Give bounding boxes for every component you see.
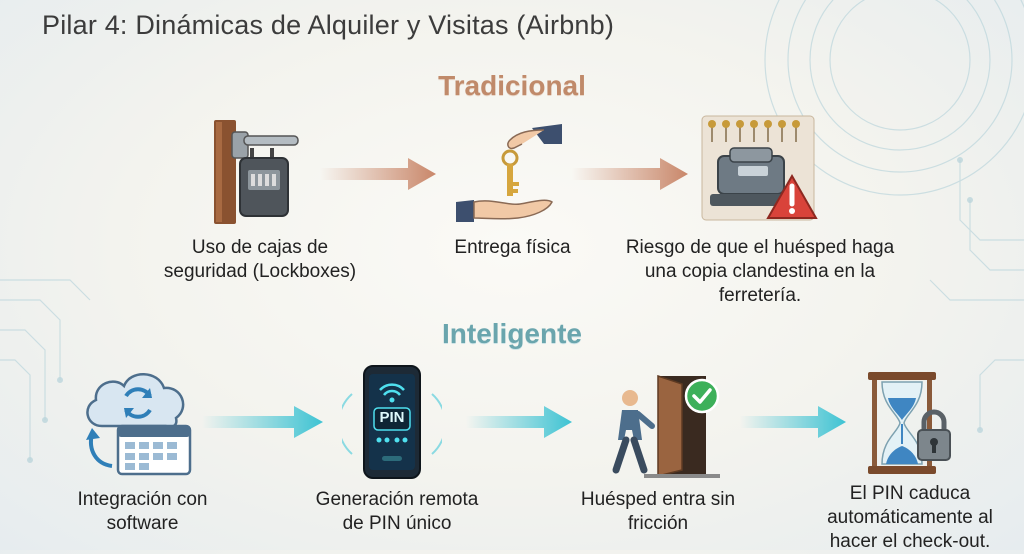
cloud-calendar-sync-icon <box>86 373 192 476</box>
arrow-right-icon <box>320 158 436 190</box>
caption-clandestine-copy-risk: Riesgo de que el huésped haga una copia … <box>625 237 895 306</box>
smartphone-pin-icon <box>342 365 442 479</box>
caption-frictionless-entry: Huésped entra sin fricción <box>580 489 736 534</box>
arrow-right-icon <box>740 406 846 438</box>
lockbox-door-icon <box>214 120 299 224</box>
hourglass-lock-icon <box>868 372 951 474</box>
key-copy-warning-icon <box>701 115 818 221</box>
arrow-right-icon <box>466 406 572 438</box>
arrow-right-icon <box>572 158 688 190</box>
section-title-smart: Inteligente <box>441 318 582 349</box>
caption-pin-auto-expiry: El PIN caduca automáticamente al hacer e… <box>827 483 993 552</box>
caption-lockboxes: Uso de cajas de seguridad (Lockboxes) <box>163 237 357 282</box>
caption-physical-handover: Entrega física <box>454 237 571 258</box>
key-handover-icon <box>456 124 562 222</box>
section-title-traditional: Tradicional <box>438 70 586 101</box>
caption-remote-pin-generation: Generación remota de PIN único <box>315 489 479 534</box>
page-title: Pilar 4: Dinámicas de Alquiler y Visitas… <box>42 10 615 40</box>
arrow-right-icon <box>202 406 323 438</box>
guest-entering-door-icon <box>612 374 720 478</box>
caption-software-integration: Integración con software <box>77 489 208 534</box>
phone-screen-pin-text: PIN <box>379 409 405 426</box>
